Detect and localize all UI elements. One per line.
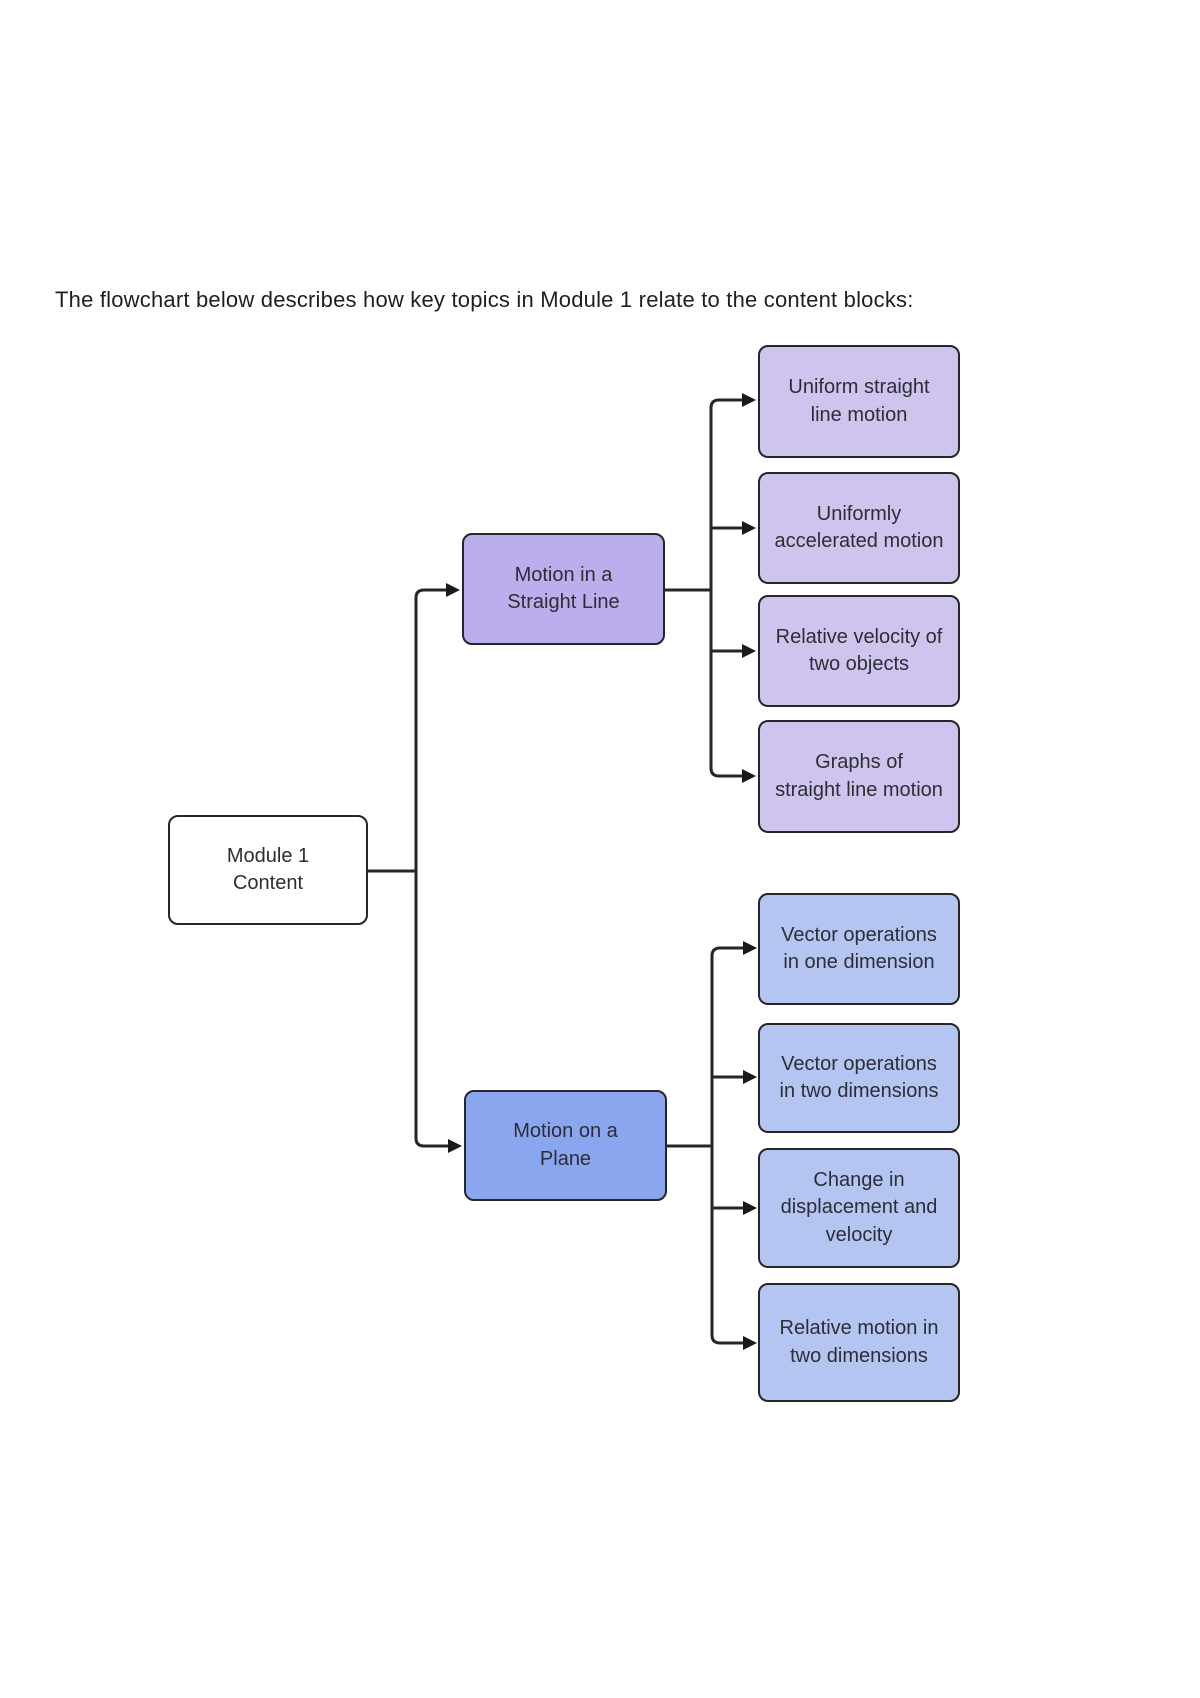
- node-label: Module 1 Content: [226, 844, 310, 895]
- node-vector-operations-in-two-dimensions: Vector operations in two dimensions: [758, 1023, 960, 1133]
- node-label: Vector operations in one dimension: [781, 923, 937, 974]
- arrowhead-icon: [743, 1201, 757, 1215]
- node-label: Vector operations in two dimensions: [779, 1052, 939, 1103]
- arrowhead-icon: [743, 1070, 757, 1084]
- edge-trunk-blue: [710, 946, 749, 1345]
- node-label: Motion in a Straight Line: [507, 563, 620, 614]
- node-uniformly-accelerated-motion: Uniformly accelerated motion: [758, 472, 960, 584]
- node-label: Relative motion in two dimensions: [779, 1317, 939, 1367]
- intro-text: The flowchart below describes how key to…: [55, 287, 914, 312]
- edge-left-trunk: [414, 588, 454, 1148]
- arrowhead-icon: [446, 583, 460, 597]
- node-label: Motion on a Plane: [513, 1120, 618, 1170]
- node-label: Uniformly accelerated motion: [774, 502, 944, 553]
- node-label: Uniform straight line motion: [788, 376, 930, 426]
- arrowhead-icon: [742, 644, 756, 658]
- node-module-1-content: Module 1 Content: [168, 815, 368, 925]
- node-relative-motion-in-two-dimensions: Relative motion in two dimensions: [758, 1283, 960, 1402]
- node-vector-operations-in-one-dimension: Vector operations in one dimension: [758, 893, 960, 1005]
- edge-trunk-purple: [709, 398, 748, 778]
- arrowhead-icon: [448, 1139, 462, 1153]
- arrowhead-icon: [742, 393, 756, 407]
- node-graphs-of-straight-line-motion: Graphs of straight line motion: [758, 720, 960, 833]
- node-label: Relative velocity of two objects: [775, 625, 943, 676]
- arrowhead-icon: [742, 769, 756, 783]
- node-uniform-straight-line-motion: Uniform straight line motion: [758, 345, 960, 458]
- node-motion-in-a-straight-line: Motion in a Straight Line: [462, 533, 665, 645]
- node-label: Graphs of straight line motion: [775, 751, 943, 801]
- node-relative-velocity-of-two-objects: Relative velocity of two objects: [758, 595, 960, 707]
- node-change-in-displacement-and-velocity: Change in displacement and velocity: [758, 1148, 960, 1268]
- arrowhead-icon: [743, 941, 757, 955]
- node-motion-on-a-plane: Motion on a Plane: [464, 1090, 667, 1201]
- arrowhead-icon: [743, 1336, 757, 1350]
- arrowhead-icon: [742, 521, 756, 535]
- node-label: Change in displacement and velocity: [780, 1168, 938, 1246]
